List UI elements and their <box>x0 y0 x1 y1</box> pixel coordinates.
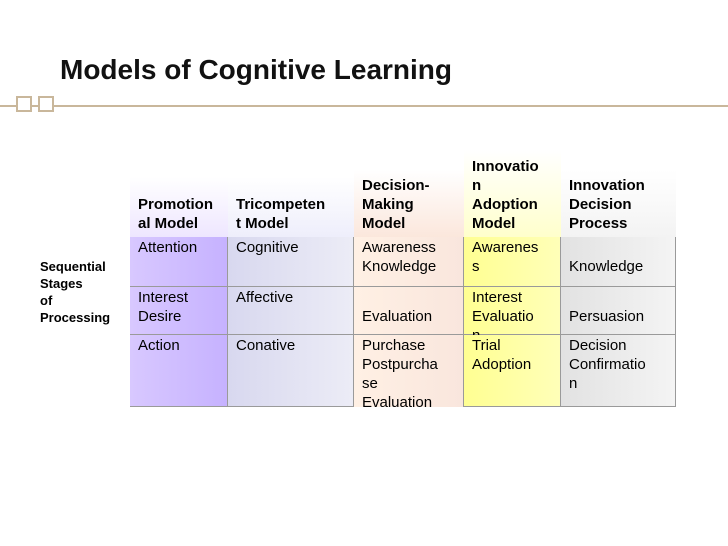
cell-purchase-postpurchase: Purchase Postpurcha se Evaluation <box>354 335 464 411</box>
sequential-stages-label: Sequential Stages of Processing <box>40 259 111 325</box>
cell-decision-confirmation: Decision Confirmatio n <box>561 335 676 407</box>
decorative-square <box>38 96 54 112</box>
cell-affective: Affective <box>228 287 354 335</box>
cell-persuasion: Persuasion <box>561 287 676 335</box>
header-decision-making-model: Decision- Making Model <box>354 170 464 237</box>
cell-awareness-knowledge: Awareness Knowledge <box>354 237 464 287</box>
cell-evaluation: Evaluation <box>354 287 464 335</box>
decorative-square <box>16 96 32 112</box>
cell-interest-evaluation: Interest Evaluatio n <box>464 287 561 344</box>
cell-conative: Conative <box>228 335 354 407</box>
header-innovation-decision-process: Innovation Decision Process <box>561 170 676 237</box>
cell-knowledge: Knowledge <box>561 237 676 287</box>
cell-cognitive: Cognitive <box>228 237 354 287</box>
cell-attention: Attention <box>130 237 228 287</box>
header-innovation-adoption-model: Innovatio n Adoption Model <box>464 150 561 237</box>
title-underline <box>0 105 728 107</box>
slide-title: Models of Cognitive Learning <box>60 54 453 85</box>
cell-trial-adoption: Trial Adoption <box>464 335 561 407</box>
header-promotional-model: Promotion al Model <box>130 177 228 237</box>
cell-action: Action <box>130 335 228 407</box>
cell-awareness: Awarenes s <box>464 237 561 287</box>
header-tricomponent-model: Tricompeten t Model <box>228 177 354 237</box>
cell-interest-desire: Interest Desire <box>130 287 228 335</box>
